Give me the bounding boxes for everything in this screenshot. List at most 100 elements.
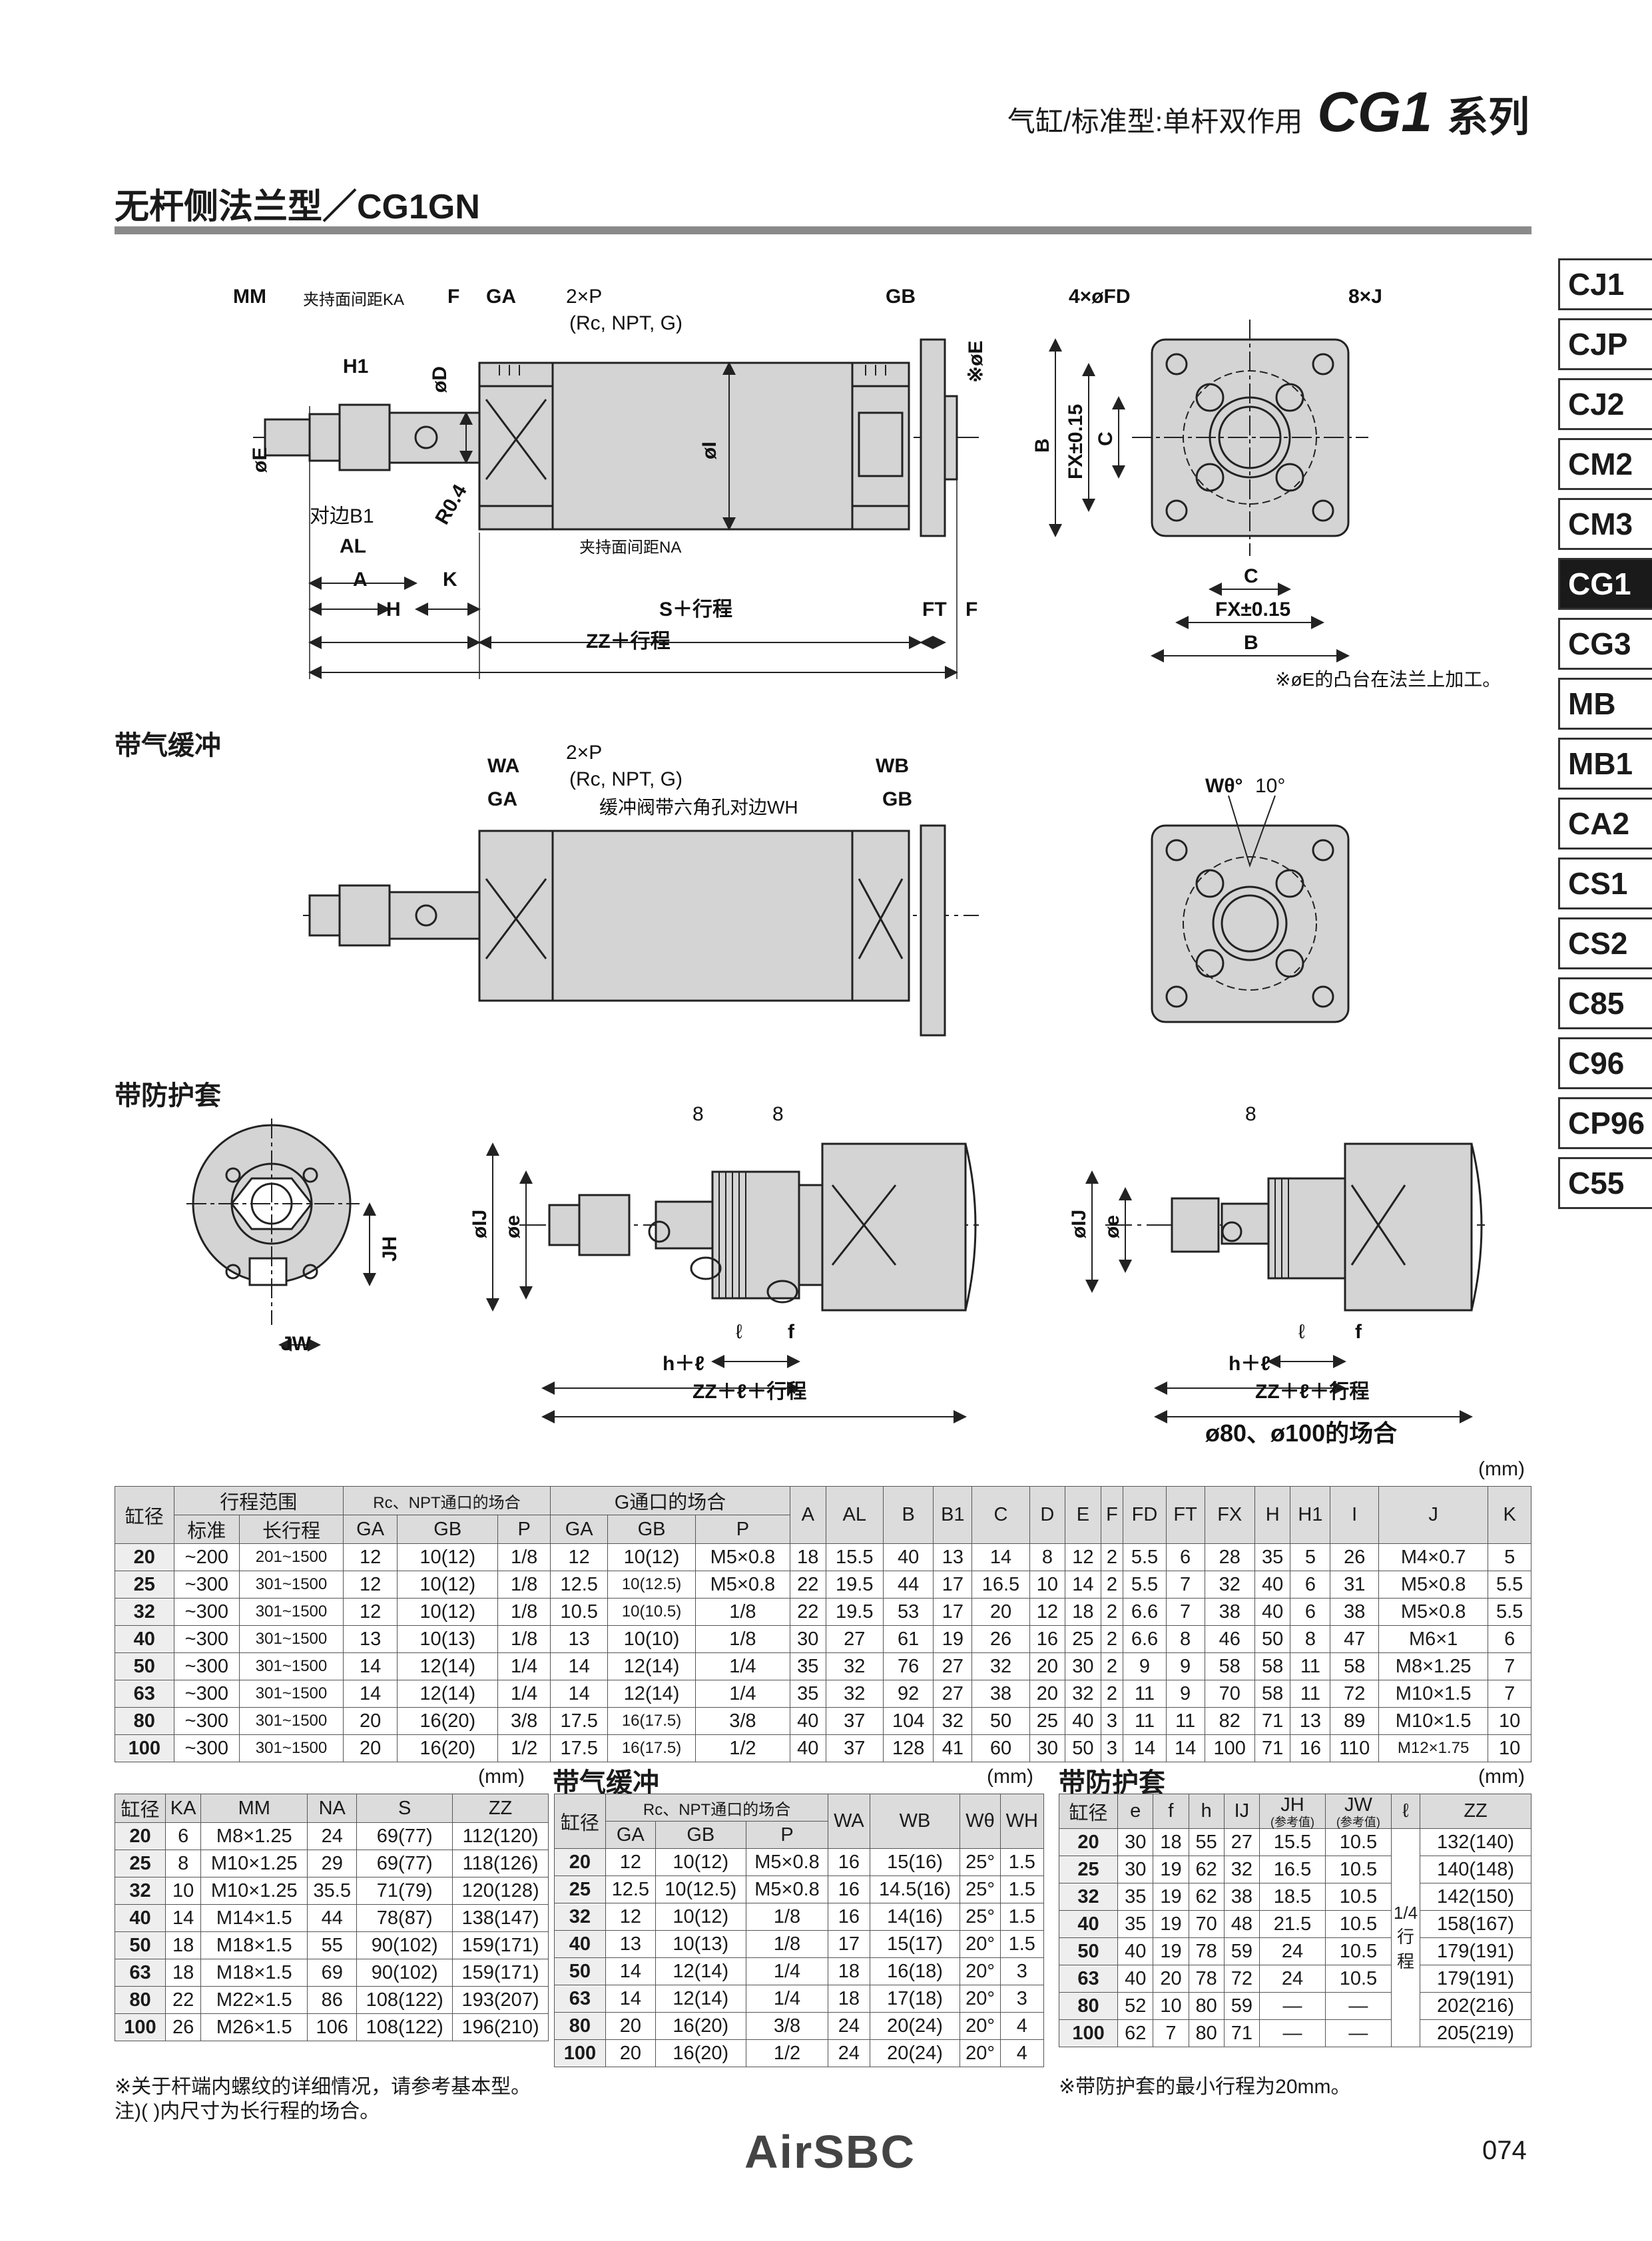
header-subtitle: 气缸/标准型:单杆双作用 xyxy=(1007,106,1303,137)
table-cell: 58 xyxy=(1330,1652,1379,1680)
table-cell: 10(13) xyxy=(655,1930,746,1958)
table-cell: 159(171) xyxy=(452,1931,549,1959)
tab-cj1[interactable]: CJ1 xyxy=(1558,258,1652,310)
tab-c85[interactable]: C85 xyxy=(1558,977,1652,1029)
table-cell: 3 xyxy=(1100,1707,1124,1735)
label-a: A xyxy=(353,569,368,591)
tab-ca2[interactable]: CA2 xyxy=(1558,798,1652,850)
table-cell: 38 xyxy=(1204,1598,1255,1626)
table-cell: 159(171) xyxy=(452,1959,549,1987)
tab-cm3[interactable]: CM3 xyxy=(1558,498,1652,550)
t3-th-gb: GB xyxy=(655,1821,746,1849)
label-fx-h: FX±0.15 xyxy=(1215,599,1290,621)
table-cell: 89 xyxy=(1330,1707,1379,1735)
cushion-side-view-drawing xyxy=(303,824,979,1037)
table-cell: 9 xyxy=(1165,1680,1205,1708)
label-fx-v: FX±0.15 xyxy=(1065,404,1087,479)
table-cell: 20(24) xyxy=(869,2012,961,2040)
table-cell: 12.5 xyxy=(549,1571,609,1599)
table-cell: 5.5 xyxy=(1488,1571,1531,1599)
tab-cs2[interactable]: CS2 xyxy=(1558,917,1652,969)
table-cell: M8×1.25 xyxy=(200,1822,308,1850)
label-zz: ZZ＋行程 xyxy=(586,630,671,652)
label-al: AL xyxy=(340,535,366,557)
th-fx: FX xyxy=(1204,1486,1255,1544)
table-cell: 10.5 xyxy=(1324,1910,1392,1938)
th-h1: H1 xyxy=(1290,1486,1331,1544)
tab-cm2[interactable]: CM2 xyxy=(1558,438,1652,490)
table-cell: M10×1.5 xyxy=(1378,1707,1489,1735)
table-cell: 1/4 xyxy=(497,1652,551,1680)
label-ft: FT xyxy=(922,599,947,621)
table-cell: 19 xyxy=(1153,1883,1189,1911)
table-cell: 25 xyxy=(554,1875,606,1903)
table-cell: 22 xyxy=(790,1598,826,1626)
table-cell: 40 xyxy=(1117,1965,1154,1993)
tab-cs1[interactable]: CS1 xyxy=(1558,858,1652,909)
table-cell: 24 xyxy=(307,1822,358,1850)
t4-header: IJ xyxy=(1223,1794,1260,1829)
table-cell: 44 xyxy=(307,1904,358,1932)
table-cell: 2 xyxy=(1100,1571,1124,1599)
table-cell: 24 xyxy=(828,2039,870,2067)
table-cell: 25° xyxy=(960,1875,1001,1903)
table-cell: 26 xyxy=(164,2013,202,2041)
tab-cg1[interactable]: CG1 xyxy=(1558,558,1652,610)
table-cell: 60 xyxy=(971,1734,1030,1762)
tab-cjp[interactable]: CJP xyxy=(1558,318,1652,370)
tab-mb1[interactable]: MB1 xyxy=(1558,738,1652,790)
table-cell: 19 xyxy=(1153,1937,1189,1965)
th-p-g: P xyxy=(694,1515,791,1544)
table-cell: 61 xyxy=(882,1625,934,1653)
table-cell: 10(12) xyxy=(397,1543,499,1571)
table-cell: 205(219) xyxy=(1420,2019,1531,2047)
table-cell: 25 xyxy=(115,1850,166,1877)
label-f2: F xyxy=(965,599,977,621)
title-rule xyxy=(115,226,1531,234)
th-std: 标准 xyxy=(173,1515,240,1544)
table-cell: 25 xyxy=(1029,1707,1066,1735)
table-cell: 11 xyxy=(1123,1707,1167,1735)
table-cell: M22×1.5 xyxy=(200,1986,308,2014)
table-cell: 22 xyxy=(790,1571,826,1599)
table-cell: 3 xyxy=(999,1957,1045,1985)
table-cell: 50 xyxy=(115,1931,166,1959)
table-cell: 10(12) xyxy=(397,1571,499,1599)
table-cell: 20 xyxy=(1029,1680,1066,1708)
label-ka: 夹持面间距KA xyxy=(303,291,404,309)
table-cell: 6.6 xyxy=(1123,1598,1167,1626)
tab-mb[interactable]: MB xyxy=(1558,678,1652,730)
table-cell: 20 xyxy=(342,1734,398,1762)
table-cell: 3 xyxy=(999,1985,1045,2013)
note-boot-min: ※带防护套的最小行程为20mm。 xyxy=(1059,2076,1351,2098)
table-cell: 10(10.5) xyxy=(607,1598,696,1626)
table-cell: 1.5 xyxy=(999,1848,1045,1876)
tab-cp96[interactable]: CP96 xyxy=(1558,1097,1652,1149)
table-cell: 10(12) xyxy=(607,1543,696,1571)
table-cell: ~300 xyxy=(173,1707,240,1735)
table-cell: 10(12) xyxy=(397,1598,499,1626)
label-f-small-2: f xyxy=(1355,1321,1362,1343)
tab-cg3[interactable]: CG3 xyxy=(1558,618,1652,670)
th-c: C xyxy=(971,1486,1030,1544)
table-cell: 18 xyxy=(828,1985,870,2013)
table-cell: 10.5 xyxy=(1324,1856,1392,1883)
table-cell: 14 xyxy=(1165,1734,1205,1762)
label-b-h: B xyxy=(1244,632,1258,654)
tab-c55[interactable]: C55 xyxy=(1558,1157,1652,1209)
table-cell: 140(148) xyxy=(1420,1856,1531,1883)
tab-c96[interactable]: C96 xyxy=(1558,1037,1652,1089)
tab-cj2[interactable]: CJ2 xyxy=(1558,378,1652,430)
table-cell: 2 xyxy=(1100,1652,1124,1680)
t4-ref-note: (参考值) xyxy=(1336,1816,1380,1829)
t4-header-label: h xyxy=(1201,1800,1212,1822)
table-cell: — xyxy=(1259,2019,1326,2047)
table-cell: 32 xyxy=(115,1877,166,1905)
